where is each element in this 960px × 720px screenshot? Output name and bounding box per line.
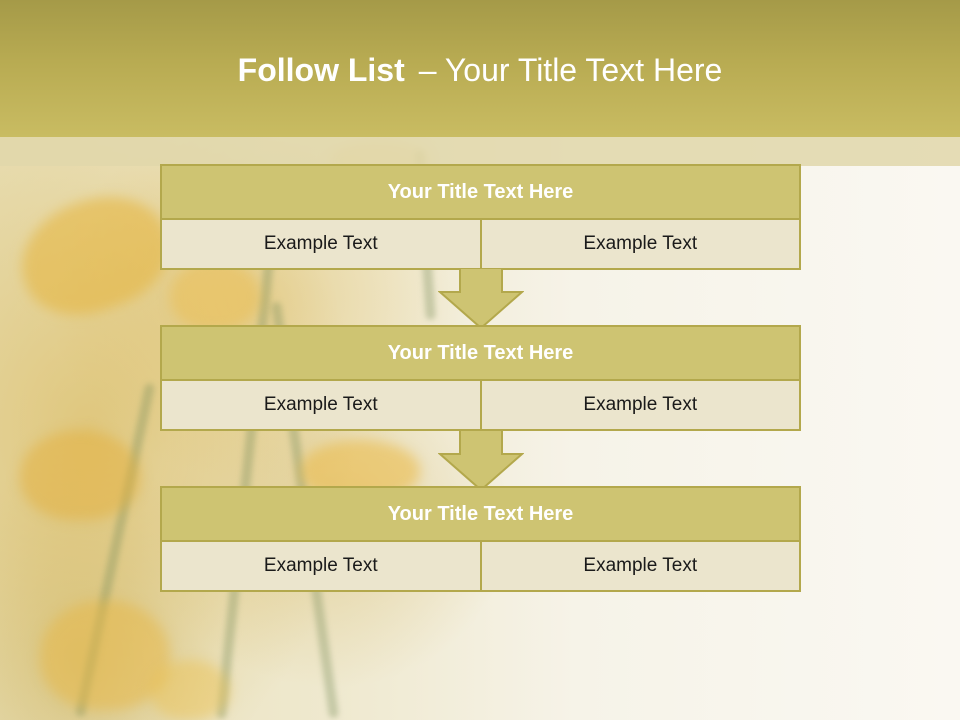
title-bar (0, 0, 960, 137)
block-cell-left: Example Text (160, 220, 482, 270)
block-cell-right: Example Text (481, 381, 801, 431)
block-title: Your Title Text Here (160, 486, 801, 542)
slide-title: Follow List – Your Title Text Here (0, 52, 960, 89)
down-arrow-icon (438, 430, 524, 492)
follow-block-3: Your Title Text Here Example Text Exampl… (160, 486, 801, 592)
title-bar-strip (0, 137, 960, 166)
block-row: Example Text Example Text (160, 220, 801, 270)
slide-title-rest: – Your Title Text Here (418, 52, 723, 88)
down-arrow-icon (438, 268, 524, 330)
block-title: Your Title Text Here (160, 325, 801, 381)
block-cell-right: Example Text (481, 220, 801, 270)
block-cell-right: Example Text (481, 542, 801, 592)
follow-block-1: Your Title Text Here Example Text Exampl… (160, 164, 801, 270)
slide-title-bold: Follow List (237, 52, 405, 88)
block-cell-left: Example Text (160, 542, 482, 592)
block-title: Your Title Text Here (160, 164, 801, 220)
block-cell-left: Example Text (160, 381, 482, 431)
block-row: Example Text Example Text (160, 381, 801, 431)
block-row: Example Text Example Text (160, 542, 801, 592)
follow-block-2: Your Title Text Here Example Text Exampl… (160, 325, 801, 431)
